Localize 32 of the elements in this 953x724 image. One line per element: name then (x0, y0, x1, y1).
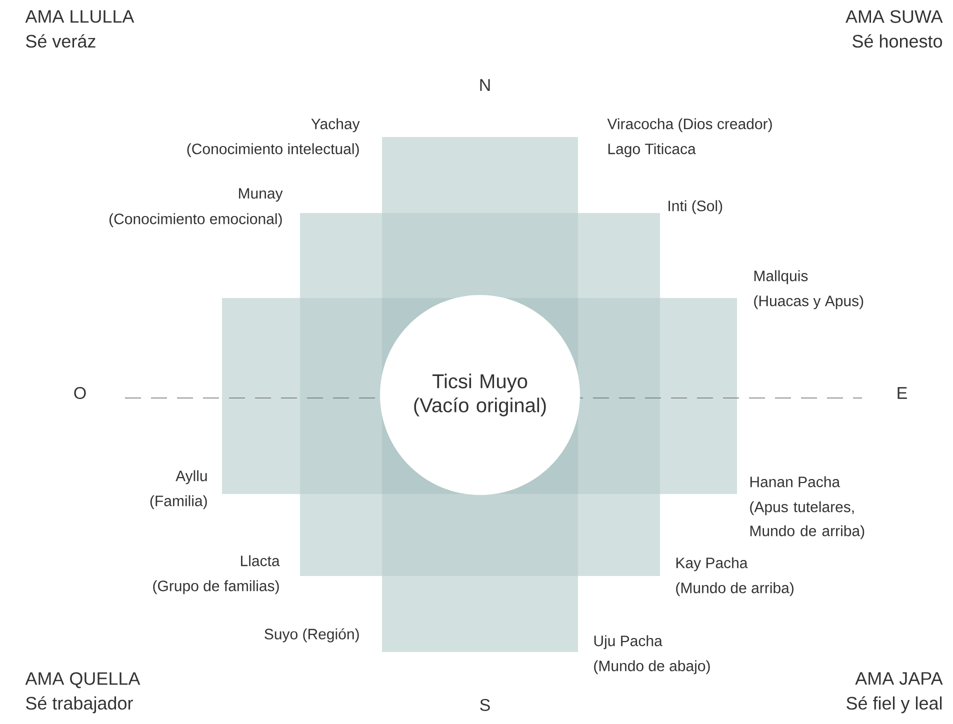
principle-subtitle: Sé honesto (852, 34, 942, 48)
concept-label: (Mundo de arriba) (676, 582, 794, 596)
concept-label: Yachay (311, 118, 360, 132)
concept-label: Suyo (Región) (264, 628, 359, 642)
concept-label: Uju Pacha (594, 635, 662, 650)
concept-label: (Grupo de familias) (153, 580, 279, 594)
principle-heading: AMA LLULLA (25, 10, 134, 23)
concept-label: Ayllu (176, 470, 207, 484)
concept-label: (Conocimiento intelectual) (187, 143, 359, 158)
principle-heading: AMA SUWA (846, 10, 943, 23)
concept-label: Mallquis (754, 270, 808, 284)
concept-label: (Mundo de abajo) (594, 660, 710, 674)
principle-subtitle: Sé trabajador (26, 696, 133, 714)
concept-label: (Huacas y Apus) (754, 295, 864, 310)
concept-label: Viracocha (Dios creador) (607, 118, 772, 132)
principle-heading: AMA QUELLA (25, 672, 140, 688)
concept-label: Munay (239, 188, 283, 202)
concept-label: (Familia) (150, 495, 207, 510)
direction-letter: O (74, 386, 86, 400)
concept-label: (Apus tutelares, Mundo de arriba) (750, 501, 864, 540)
direction-letter: S (480, 699, 490, 712)
principle-heading: AMA JAPA (855, 672, 943, 685)
principle-subtitle: Sé fiel y leal (846, 696, 942, 714)
concept-label: Kay Pacha (676, 557, 748, 572)
principle-subtitle: Sé veráz (26, 34, 96, 48)
concept-label: Lago Titicaca (608, 143, 696, 158)
concept-label: (Conocimiento emocional) (109, 213, 282, 228)
direction-letter: N (480, 79, 490, 91)
direction-letter: E (898, 387, 907, 399)
concept-label: Llacta (241, 555, 280, 566)
concept-label: Inti (Sol) (668, 200, 722, 214)
concept-label: Hanan Pacha (750, 476, 840, 488)
